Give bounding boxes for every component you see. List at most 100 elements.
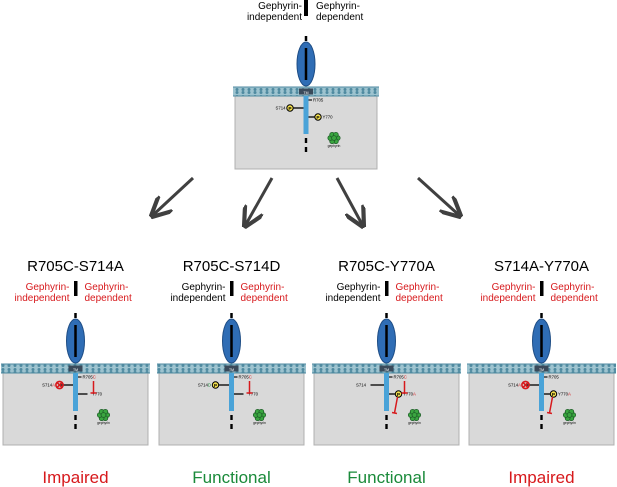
tm-segment [68, 365, 83, 372]
s714-blocked [521, 380, 530, 390]
panel-title: S714A-Y770A [494, 258, 589, 275]
label-gephyrin-dependent: Gephyrin- [551, 282, 595, 293]
inhibit-y770-left [548, 396, 554, 414]
mutant-panels: R705C-S714AGephyrin-independentGephyrin-… [1, 258, 616, 487]
tail-dash [304, 147, 308, 152]
s714-phospho [211, 381, 220, 389]
mutant-panel-1: R705C-S714AGephyrin-independentGephyrin-… [1, 258, 150, 487]
inhibit-y770-left-bar [546, 411, 553, 415]
tail-dash [74, 424, 77, 429]
y770-phospho [314, 113, 322, 121]
label-divider [230, 281, 234, 296]
tail-dash [385, 415, 388, 420]
label-divider [540, 281, 544, 296]
label-gephyrin-dependent: dependent [551, 293, 598, 304]
gephyrin-cluster-subunit [331, 135, 337, 141]
gephyrin-label: gephyrin [563, 421, 576, 425]
r705-label: R705C [83, 375, 96, 380]
y770-label: Y770 [92, 392, 103, 397]
gephyrin-label: gephyrin [328, 144, 341, 148]
outcome-label: Functional [347, 468, 425, 487]
label-gephyrin-independent: independent [14, 293, 69, 304]
s714-phospho-label: P [214, 383, 218, 389]
tail-dash [230, 424, 233, 429]
y770-phospho-label: P [316, 115, 320, 121]
arrow-to-panel-2 [245, 177, 274, 226]
outcome-label: Impaired [42, 468, 108, 487]
label-gephyrin-dependent: Gephyrin- [241, 282, 285, 293]
tail-dash [230, 415, 233, 420]
tm-label: TM [384, 368, 389, 372]
label-gephyrin-dependent: dependent [396, 293, 443, 304]
panel-title: R705C-S714D [183, 258, 281, 275]
y770-label: Y770A [558, 392, 571, 397]
top-label-gephyrin-dependent: Gephyrin- [316, 1, 360, 12]
gephyrin-cluster-subunit [566, 412, 573, 418]
s714-label: S714 [356, 383, 367, 388]
tm-label: TM [539, 368, 544, 372]
s714-label: S714A [42, 383, 55, 388]
tail-dash [385, 424, 388, 429]
y770-phospho-label: P [552, 392, 556, 398]
r705-label: R705C [239, 375, 252, 380]
branch-arrows [152, 176, 460, 226]
outcome-label: Functional [192, 468, 270, 487]
r705-label: R705 [313, 98, 324, 103]
gephyrin-cluster-subunit [256, 412, 263, 418]
label-divider [74, 281, 78, 296]
y770-phospho-label: P [397, 392, 401, 398]
mutant-panel-4: S714A-Y770AGephyrin-independentGephyrin-… [467, 258, 616, 487]
arrow-to-panel-4 [416, 176, 460, 216]
label-gephyrin-independent: Gephyrin- [492, 282, 536, 293]
label-gephyrin-dependent: Gephyrin- [85, 282, 129, 293]
s714-label: S714 [275, 106, 286, 111]
y770-label: Y770 [248, 392, 259, 397]
intracellular-tail [229, 373, 234, 411]
intracellular-tail [73, 373, 78, 411]
tail-dash [540, 424, 543, 429]
label-gephyrin-independent: Gephyrin- [337, 282, 381, 293]
mutant-panel-2: R705C-S714DGephyrin-independentGephyrin-… [157, 258, 306, 487]
tm-label: TM [303, 91, 308, 95]
top-label-gephyrin-independent: independent [247, 12, 302, 23]
label-gephyrin-dependent: dependent [85, 293, 132, 304]
r705-label: R705C [394, 375, 407, 380]
gephyrin-label: gephyrin [97, 421, 110, 425]
label-divider [385, 281, 389, 296]
tail-dash [540, 415, 543, 420]
gephyrin-label: gephyrin [253, 421, 266, 425]
intracellular-tail [384, 373, 389, 411]
arrow-to-panel-3 [335, 177, 363, 226]
tm-label: TM [229, 368, 234, 372]
top-label-gephyrin-independent: Gephyrin- [258, 1, 302, 12]
tm-segment [224, 365, 239, 372]
y770-phospho [394, 390, 403, 398]
s714-blocked-cross-b [56, 381, 63, 389]
label-gephyrin-dependent: dependent [241, 293, 288, 304]
tail-dash [304, 138, 308, 143]
intracellular-tail [303, 96, 309, 134]
label-gephyrin-dependent: Gephyrin- [396, 282, 440, 293]
label-gephyrin-independent: independent [170, 293, 225, 304]
s714-label: S714D [198, 383, 211, 388]
gephyrin-cluster-subunit [411, 412, 418, 418]
mutant-panel-3: R705C-Y770AGephyrin-independentGephyrin-… [312, 258, 461, 487]
arrow-to-panel-1 [152, 176, 195, 216]
s714-label: S714A [508, 383, 521, 388]
label-gephyrin-independent: Gephyrin- [182, 282, 226, 293]
panel-title: R705C-S714A [27, 258, 124, 275]
inhibit-y770-left [393, 396, 399, 414]
tm-segment [534, 365, 549, 372]
intracellular-tail [539, 373, 544, 411]
top-label-gephyrin-dependent: dependent [316, 12, 363, 23]
inhibit-y770-left-bar [391, 411, 398, 415]
panel-title: R705C-Y770A [338, 258, 435, 275]
s714-blocked-cross-b [522, 381, 529, 389]
top-divider [304, 0, 308, 16]
gephyrin-cluster-subunit [100, 412, 107, 418]
label-gephyrin-independent: Gephyrin- [26, 282, 70, 293]
label-gephyrin-independent: independent [325, 293, 380, 304]
y770-phospho [549, 390, 558, 398]
tail-dash [74, 415, 77, 420]
